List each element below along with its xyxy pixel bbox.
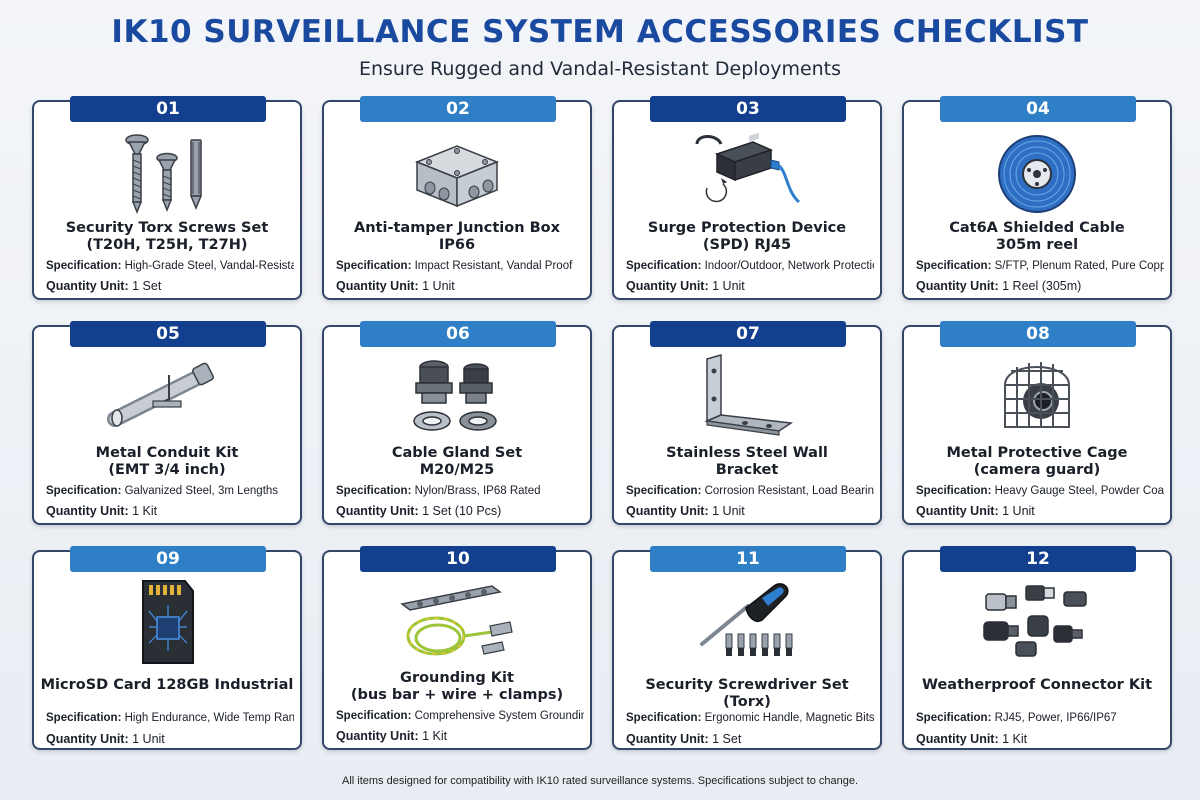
item-number-badge: 03	[650, 96, 846, 122]
screwdriver-icon	[614, 578, 880, 666]
footer-note: All items designed for compatibility wit…	[341, 775, 859, 787]
accessories-grid: 01	[32, 96, 1172, 760]
surge-protector-icon	[614, 128, 880, 216]
conduit-icon	[34, 353, 300, 441]
sd-card-icon	[34, 578, 300, 666]
item-number-badge: 01	[70, 96, 266, 122]
item-spec: Specification: RJ45, Power, IP66/IP67	[916, 712, 1117, 724]
item-quantity: Quantity Unit: 1 Kit	[336, 729, 448, 743]
item-quantity: Quantity Unit: 1 Reel (305m)	[916, 279, 1082, 293]
item-spec: Specification: High Endurance, Wide Temp…	[46, 712, 294, 724]
item-number-badge: 09	[70, 546, 266, 572]
accessory-card: 01	[32, 96, 302, 300]
item-number-badge: 06	[360, 321, 556, 347]
accessory-card: 05 Metal Conduit Kit(EMT 3/4 inch) Speci…	[32, 321, 302, 525]
item-spec: Specification: Impact Resistant, Vandal …	[336, 260, 573, 272]
torx-screws-icon	[34, 128, 300, 216]
item-quantity: Quantity Unit: 1 Unit	[626, 279, 745, 293]
connector-kit-icon	[904, 578, 1170, 666]
item-quantity: Quantity Unit: 1 Unit	[336, 279, 455, 293]
cable-gland-icon	[324, 353, 590, 441]
item-number-badge: 12	[940, 546, 1136, 572]
junction-box-icon	[324, 128, 590, 216]
item-spec: Specification: Heavy Gauge Steel, Powder…	[916, 485, 1164, 497]
item-number-badge: 11	[650, 546, 846, 572]
page-subtitle: Ensure Rugged and Vandal-Resistant Deplo…	[358, 58, 842, 80]
item-quantity: Quantity Unit: 1 Unit	[626, 504, 745, 518]
accessory-card: 06 Cable Gland	[322, 321, 592, 525]
item-quantity: Quantity Unit: 1 Set (10 Pcs)	[336, 504, 502, 518]
item-name: Grounding Kit(bus bar + wire + clamps)	[350, 670, 564, 703]
item-name: MicroSD Card 128GB Industrial	[40, 677, 294, 693]
item-spec: Specification: Indoor/Outdoor, Network P…	[626, 260, 874, 272]
item-spec: Specification: Galvanized Steel, 3m Leng…	[46, 485, 279, 497]
item-quantity: Quantity Unit: 1 Kit	[916, 732, 1028, 746]
accessory-card: 11 Security Screwdriver Set (Torx)	[612, 546, 882, 750]
item-name: Surge Protection Device(SPD) RJ45	[647, 220, 847, 253]
item-quantity: Quantity Unit: 1 Kit	[46, 504, 158, 518]
item-name: Metal Conduit Kit(EMT 3/4 inch)	[95, 445, 239, 478]
item-quantity: Quantity Unit: 1 Unit	[916, 504, 1035, 518]
wall-bracket-icon	[614, 353, 880, 441]
accessory-card: 08 Metal Protective Cage(camera guard) S…	[902, 321, 1172, 525]
item-name: Metal Protective Cage(camera guard)	[946, 445, 1128, 478]
item-number-badge: 10	[360, 546, 556, 572]
item-spec: Specification: Comprehensive System Grou…	[336, 710, 584, 722]
page-title: IK10 SURVEILLANCE SYSTEM ACCESSORIES CHE…	[111, 14, 1089, 50]
item-number-badge: 07	[650, 321, 846, 347]
item-quantity: Quantity Unit: 1 Set	[46, 279, 162, 293]
item-number-badge: 08	[940, 321, 1136, 347]
item-name: Security Torx Screws Set(T20H, T25H, T27…	[65, 220, 269, 253]
item-spec: Specification: Corrosion Resistant, Load…	[626, 485, 874, 497]
item-spec: Specification: Nylon/Brass, IP68 Rated	[336, 485, 541, 497]
item-number-badge: 05	[70, 321, 266, 347]
item-spec: Specification: Ergonomic Handle, Magneti…	[626, 712, 874, 724]
accessory-card: 12 Weatherproof Connector	[902, 546, 1172, 750]
grounding-kit-icon	[324, 578, 590, 666]
item-number-badge: 02	[360, 96, 556, 122]
item-spec: Specification: S/FTP, Plenum Rated, Pure…	[916, 260, 1164, 272]
item-spec: Specification: High-Grade Steel, Vandal-…	[46, 260, 294, 272]
item-quantity: Quantity Unit: 1 Unit	[46, 732, 165, 746]
item-number-badge: 04	[940, 96, 1136, 122]
accessory-card: 09 MicroSD Card 128GB Industrial Specifi…	[32, 546, 302, 750]
camera-cage-icon	[904, 353, 1170, 441]
item-quantity: Quantity Unit: 1 Set	[626, 732, 742, 746]
item-name: Weatherproof Connector Kit	[921, 677, 1153, 693]
accessory-card: 10 Grounding Kit(bus	[322, 546, 592, 750]
item-name: Security Screwdriver Set (Torx)	[645, 677, 849, 710]
accessory-card: 03 Surge Protection Device(SPD) RJ45 Spe…	[612, 96, 882, 300]
cable-reel-icon	[904, 128, 1170, 216]
